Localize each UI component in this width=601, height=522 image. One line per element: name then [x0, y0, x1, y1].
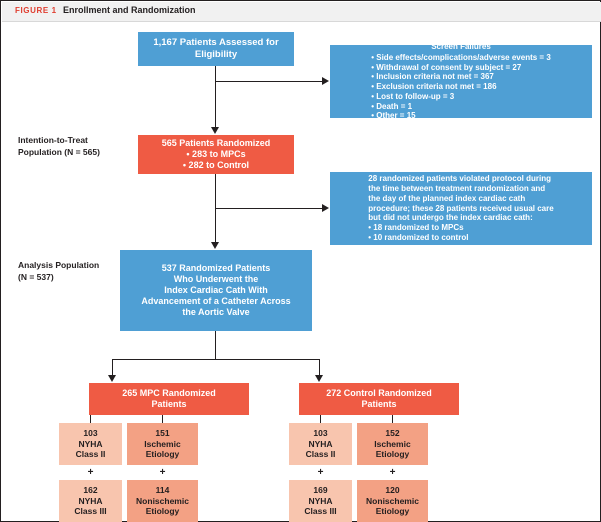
- node-patients-randomized: 565 Patients Randomized • 283 to MPCs • …: [138, 135, 294, 174]
- analysis-label-line1: Analysis Population: [18, 260, 100, 270]
- underwent-line1: 537 Randomized Patients: [161, 263, 271, 274]
- side-label-analysis: Analysis Population (N = 537): [18, 259, 138, 284]
- connector-mpc-to-etiology: [162, 415, 164, 423]
- screen-failure-item: • Inclusion criteria not met = 367: [371, 72, 494, 82]
- leaf-count: 120: [385, 485, 400, 496]
- leaf-line2: NYHA: [308, 438, 333, 449]
- leaf-count: 169: [313, 485, 328, 496]
- connector-to-control-arm: [319, 359, 321, 377]
- connector-to-mpc-arm: [112, 359, 114, 377]
- screen-failure-item: • Exclusion criteria not met = 186: [371, 82, 497, 91]
- analysis-label-line2: (N = 537): [18, 272, 54, 283]
- screen-failures-heading: Screen Failures: [431, 42, 491, 51]
- leaf-line3: Class II: [305, 449, 336, 460]
- arrowhead-to-mpc-arm: [107, 375, 116, 382]
- mpc-arm-line2: Patients: [151, 399, 187, 409]
- node-screen-failures: Screen Failures • Side effects/complicat…: [330, 42, 592, 121]
- leaf-line2: NYHA: [78, 438, 103, 449]
- leaf-control-ischemic-etiology: 152 Ischemic Etiology: [357, 423, 428, 465]
- control-arm-line2: Patients: [361, 399, 397, 409]
- node-control-arm: 272 Control Randomized Patients: [299, 383, 459, 415]
- protocol-line3: the day of the planned index cardiac cat…: [368, 193, 526, 203]
- leaf-count: 103: [313, 428, 328, 439]
- mpc-arm-line1: 265 MPC Randomized: [122, 388, 216, 399]
- figure-label: FIGURE 1: [15, 6, 57, 15]
- leaf-line2: Ischemic: [374, 438, 411, 449]
- screen-failure-item: • Withdrawal of consent by subject = 27: [371, 62, 522, 72]
- connector-assessed-to-randomized: [215, 66, 217, 128]
- leaf-mpc-nyha-class-2: 103 NYHA Class II: [59, 423, 122, 465]
- arrowhead-to-underwent: [210, 242, 219, 249]
- leaf-line3: Etiology: [375, 506, 410, 517]
- connector-underwent-down: [215, 331, 217, 360]
- arrowhead-to-control-arm: [314, 375, 323, 382]
- plus-sign-mpc-etiology: +: [159, 467, 166, 478]
- leaf-control-nonischemic-etiology: 120 Nonischemic Etiology: [357, 480, 428, 522]
- underwent-line5: the Aortic Valve: [182, 306, 250, 317]
- protocol-line7: • 10 randomized to control: [368, 232, 469, 242]
- node-assessed-for-eligibility: 1,167 Patients Assessed for Eligibility: [138, 32, 294, 66]
- leaf-line2: Nonischemic: [366, 495, 419, 506]
- node-mpc-arm: 265 MPC Randomized Patients: [89, 383, 249, 415]
- connector-to-protocol-violations: [215, 208, 323, 210]
- leaf-mpc-nonischemic-etiology: 114 Nonischemic Etiology: [127, 480, 198, 522]
- protocol-line5: but did not undergo the index cardiac ca…: [368, 213, 533, 223]
- leaf-count: 103: [83, 428, 98, 439]
- leaf-line3: Class II: [75, 449, 106, 460]
- connector-mpc-to-nyha: [90, 415, 92, 423]
- screen-failure-item: • Other = 15: [371, 111, 416, 121]
- assessed-line2: Eligibility: [194, 49, 238, 60]
- leaf-line2: NYHA: [308, 495, 333, 506]
- side-label-itt: Intention-to-Treat Population (N = 565): [18, 134, 138, 159]
- node-underwent-index-cath: 537 Randomized Patients Who Underwent th…: [120, 250, 312, 331]
- screen-failure-item: • Lost to follow-up = 3: [371, 91, 455, 101]
- protocol-line2: the time between treatment randomization…: [368, 184, 546, 194]
- underwent-line2: Who Underwent the: [173, 274, 259, 285]
- randomized-line2: • 283 to MPCs: [186, 149, 246, 160]
- node-protocol-violations: 28 randomized patients violated protocol…: [330, 172, 592, 245]
- connector-arms-horizontal: [112, 359, 320, 361]
- screen-failure-item: • Death = 1: [371, 101, 413, 111]
- leaf-line3: Class III: [304, 506, 337, 517]
- leaf-line3: Etiology: [375, 449, 410, 460]
- leaf-line3: Etiology: [145, 449, 180, 460]
- underwent-line4: Advancement of a Catheter Across: [141, 295, 291, 306]
- protocol-line1: 28 randomized patients violated protocol…: [368, 174, 551, 184]
- itt-label-line2: Population (N = 565): [18, 147, 100, 158]
- connector-control-to-nyha: [320, 415, 322, 423]
- leaf-control-nyha-class-3: 169 NYHA Class III: [289, 480, 352, 522]
- leaf-count: 162: [83, 485, 98, 496]
- plus-sign-control-etiology: +: [389, 467, 396, 478]
- randomized-line1: 565 Patients Randomized: [161, 138, 271, 149]
- protocol-line4: procedure; these 28 patients received us…: [368, 203, 554, 213]
- figure-title: Enrollment and Randomization: [63, 5, 196, 15]
- control-arm-line1: 272 Control Randomized: [326, 388, 432, 399]
- leaf-line2: NYHA: [78, 495, 103, 506]
- leaf-mpc-ischemic-etiology: 151 Ischemic Etiology: [127, 423, 198, 465]
- arrowhead-to-randomized: [210, 127, 219, 134]
- assessed-line1: 1,167 Patients Assessed for: [153, 37, 279, 49]
- arrowhead-to-screen-failures: [322, 77, 329, 85]
- figure-header-bar: [2, 2, 601, 22]
- leaf-count: 151: [155, 428, 170, 439]
- randomized-line3: • 282 to Control: [182, 159, 250, 170]
- leaf-line2: Ischemic: [144, 438, 181, 449]
- leaf-line3: Class III: [74, 506, 107, 517]
- protocol-line6: • 18 randomized to MPCs: [368, 223, 464, 233]
- connector-to-screen-failures: [215, 81, 323, 83]
- underwent-line3: Index Cardiac Cath With: [164, 285, 268, 296]
- itt-label-line1: Intention-to-Treat: [18, 135, 88, 145]
- screen-failure-item: • Side effects/complications/adverse eve…: [371, 52, 551, 62]
- arrowhead-to-protocol-violations: [322, 204, 329, 212]
- leaf-count: 114: [155, 485, 170, 496]
- leaf-line2: Nonischemic: [136, 495, 189, 506]
- leaf-control-nyha-class-2: 103 NYHA Class II: [289, 423, 352, 465]
- plus-sign-mpc-nyha: +: [87, 467, 94, 478]
- plus-sign-control-nyha: +: [317, 467, 324, 478]
- leaf-mpc-nyha-class-3: 162 NYHA Class III: [59, 480, 122, 522]
- leaf-line3: Etiology: [145, 506, 180, 517]
- connector-control-to-etiology: [392, 415, 394, 423]
- leaf-count: 152: [385, 428, 400, 439]
